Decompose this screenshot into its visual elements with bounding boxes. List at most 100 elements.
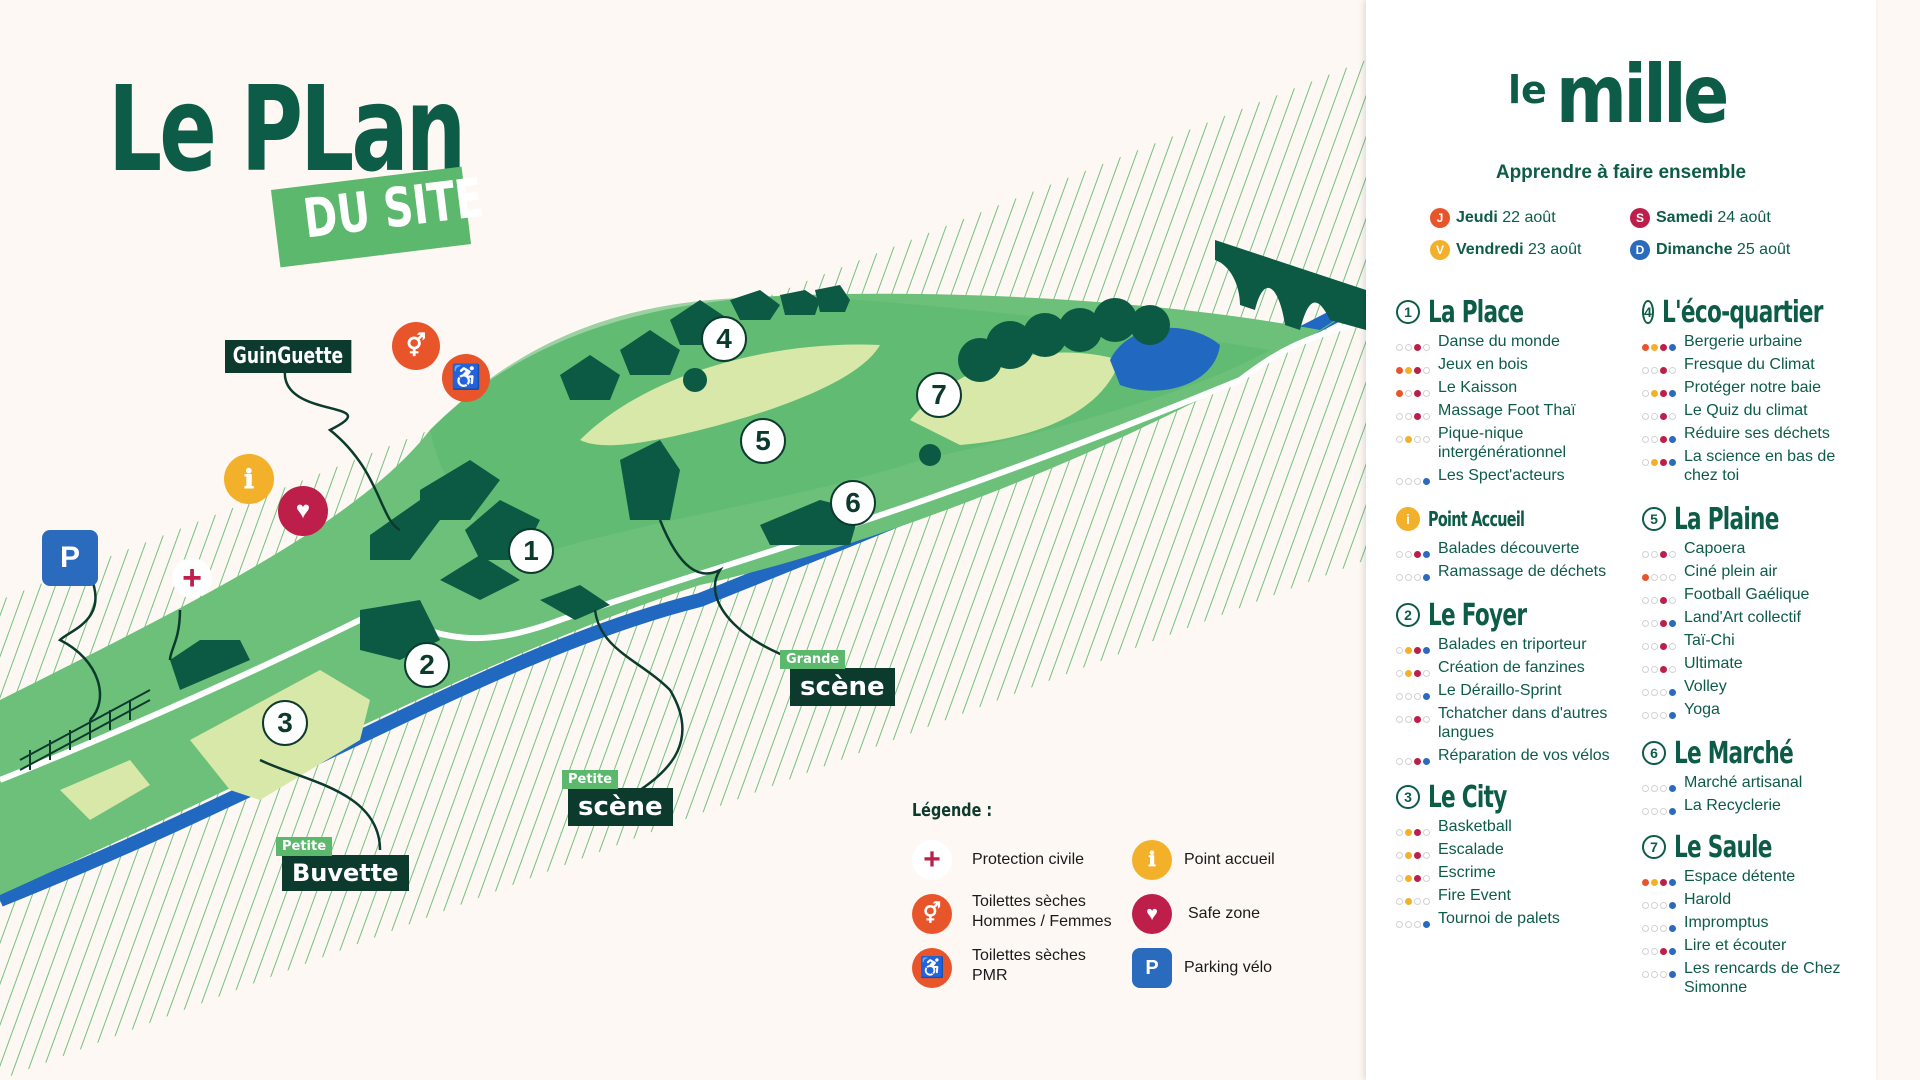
bike-parking-icon: P bbox=[42, 530, 98, 586]
activity-item[interactable]: Yoga bbox=[1642, 700, 1872, 719]
activity-item[interactable]: Tournoi de palets bbox=[1396, 909, 1626, 928]
activity-item[interactable]: Le Kaisson bbox=[1396, 378, 1626, 397]
activity-item[interactable]: Harold bbox=[1642, 890, 1872, 909]
activity-item[interactable]: Volley bbox=[1642, 677, 1872, 696]
activity-label: Espace détente bbox=[1684, 868, 1796, 885]
first-aid-icon: + bbox=[172, 558, 212, 598]
day-dot-J bbox=[1642, 948, 1649, 955]
activity-item[interactable]: Réparation de vos vélos bbox=[1396, 746, 1626, 765]
zone-badge-3[interactable]: 3 bbox=[262, 700, 308, 746]
day-dot-V bbox=[1651, 620, 1658, 627]
activity-item[interactable]: Ramassage de déchets bbox=[1396, 562, 1626, 581]
activity-item[interactable]: La Recyclerie bbox=[1642, 796, 1872, 815]
section-number: 1 bbox=[1396, 300, 1420, 324]
section-title-text: L'éco-quartier bbox=[1661, 294, 1823, 330]
day-dot-V: V bbox=[1430, 240, 1450, 260]
zone-badge-5[interactable]: 5 bbox=[740, 418, 786, 464]
activity-label: Pique-nique intergénérationnel bbox=[1438, 425, 1567, 461]
activity-item[interactable]: Bergerie urbaine bbox=[1642, 332, 1872, 351]
zone-badge-6[interactable]: 6 bbox=[830, 480, 876, 526]
activity-item[interactable]: Fresque du Climat bbox=[1642, 355, 1872, 374]
zone-badge-7[interactable]: 7 bbox=[916, 372, 962, 418]
day-dot-V bbox=[1405, 875, 1412, 882]
activity-item[interactable]: Création de fanzines bbox=[1396, 658, 1626, 677]
tag-petite-scene-label: scène bbox=[578, 792, 663, 822]
day-dot-S bbox=[1660, 785, 1667, 792]
activity-item[interactable]: Les rencards de Chez Simonne bbox=[1642, 959, 1872, 997]
tag-petite-scene-mini: Petite bbox=[562, 770, 619, 789]
activity-label: Football Gaélique bbox=[1684, 586, 1810, 603]
toilets-icon: ⚥ bbox=[392, 322, 440, 370]
activity-item[interactable]: Basketball bbox=[1396, 817, 1626, 836]
activity-item[interactable]: Escalade bbox=[1396, 840, 1626, 859]
activity-item[interactable]: Tchatcher dans d'autres langues bbox=[1396, 704, 1626, 742]
activity-item[interactable]: Le Déraillo-Sprint bbox=[1396, 681, 1626, 700]
day-dot-J bbox=[1642, 785, 1649, 792]
activity-item[interactable]: Fire Event bbox=[1396, 886, 1626, 905]
day-dot-D bbox=[1669, 344, 1676, 351]
zone-badge-1[interactable]: 1 bbox=[508, 528, 554, 574]
activity-item[interactable]: Réduire ses déchets bbox=[1642, 424, 1872, 443]
day-dot-V bbox=[1651, 413, 1658, 420]
activity-item[interactable]: Le Quiz du climat bbox=[1642, 401, 1872, 420]
activity-item[interactable]: Football Gaélique bbox=[1642, 585, 1872, 604]
activity-item[interactable]: Taï-Chi bbox=[1642, 631, 1872, 650]
trees bbox=[563, 298, 1170, 466]
activity-item[interactable]: Ciné plein air bbox=[1642, 562, 1872, 581]
day-dot-J bbox=[1396, 478, 1403, 485]
day-dots bbox=[1642, 337, 1682, 351]
day-dot-V bbox=[1405, 436, 1412, 443]
day-dots bbox=[1642, 613, 1682, 627]
activity-item[interactable]: Espace détente bbox=[1642, 867, 1872, 886]
activity-item[interactable]: La science en bas de chez toi bbox=[1642, 447, 1872, 485]
day-name: Vendredi bbox=[1456, 241, 1524, 259]
activity-item[interactable]: Land'Art collectif bbox=[1642, 608, 1872, 627]
day-dot-D bbox=[1669, 620, 1676, 627]
activity-item[interactable]: Pique-nique intergénérationnel bbox=[1396, 424, 1626, 462]
day-dot-V bbox=[1405, 574, 1412, 581]
activity-label: Bergerie urbaine bbox=[1684, 333, 1803, 350]
day-dot-D bbox=[1423, 367, 1430, 374]
day-dot-D bbox=[1423, 647, 1430, 654]
day-dot-J bbox=[1396, 551, 1403, 558]
tag-grande-mini: Grande bbox=[780, 650, 846, 669]
day-dots bbox=[1642, 429, 1682, 443]
activity-label: Le Quiz du climat bbox=[1684, 402, 1808, 419]
day-dot-V bbox=[1405, 693, 1412, 700]
day-dot-V bbox=[1405, 852, 1412, 859]
day-dot-S bbox=[1414, 367, 1421, 374]
activity-item[interactable]: Marché artisanal bbox=[1642, 773, 1872, 792]
activity-item[interactable]: Capoera bbox=[1642, 539, 1872, 558]
day-dot-J bbox=[1642, 689, 1649, 696]
day-dot-J bbox=[1642, 879, 1649, 886]
day-dot-D bbox=[1423, 551, 1430, 558]
activity-item[interactable]: Massage Foot Thaï bbox=[1396, 401, 1626, 420]
activity-item[interactable]: Danse du monde bbox=[1396, 332, 1626, 351]
activity-item[interactable]: Ultimate bbox=[1642, 654, 1872, 673]
legend-first-aid-icon: + bbox=[912, 840, 952, 880]
day-dots bbox=[1642, 636, 1682, 650]
day-dot-J bbox=[1396, 829, 1403, 836]
day-dot-S bbox=[1414, 693, 1421, 700]
activity-item[interactable]: Les Spect'acteurs bbox=[1396, 466, 1626, 485]
legend-item-safe: Safe zone bbox=[1188, 905, 1261, 922]
section-number: 5 bbox=[1642, 507, 1666, 531]
activity-item[interactable]: Jeux en bois bbox=[1396, 355, 1626, 374]
zone-badge-4[interactable]: 4 bbox=[701, 316, 747, 362]
zone-badge-2[interactable]: 2 bbox=[404, 642, 450, 688]
activity-item[interactable]: Impromptus bbox=[1642, 913, 1872, 932]
day-dot-S bbox=[1660, 597, 1667, 604]
day-dot-S bbox=[1660, 948, 1667, 955]
day-dot-D bbox=[1423, 413, 1430, 420]
activity-item[interactable]: Lire et écouter bbox=[1642, 936, 1872, 955]
activity-item[interactable]: Escrime bbox=[1396, 863, 1626, 882]
activity-item[interactable]: Protéger notre baie bbox=[1642, 378, 1872, 397]
day-dot-S bbox=[1660, 574, 1667, 581]
day-dot-V bbox=[1651, 902, 1658, 909]
activity-item[interactable]: Balades découverte bbox=[1396, 539, 1626, 558]
activity-item[interactable]: Balades en triporteur bbox=[1396, 635, 1626, 654]
